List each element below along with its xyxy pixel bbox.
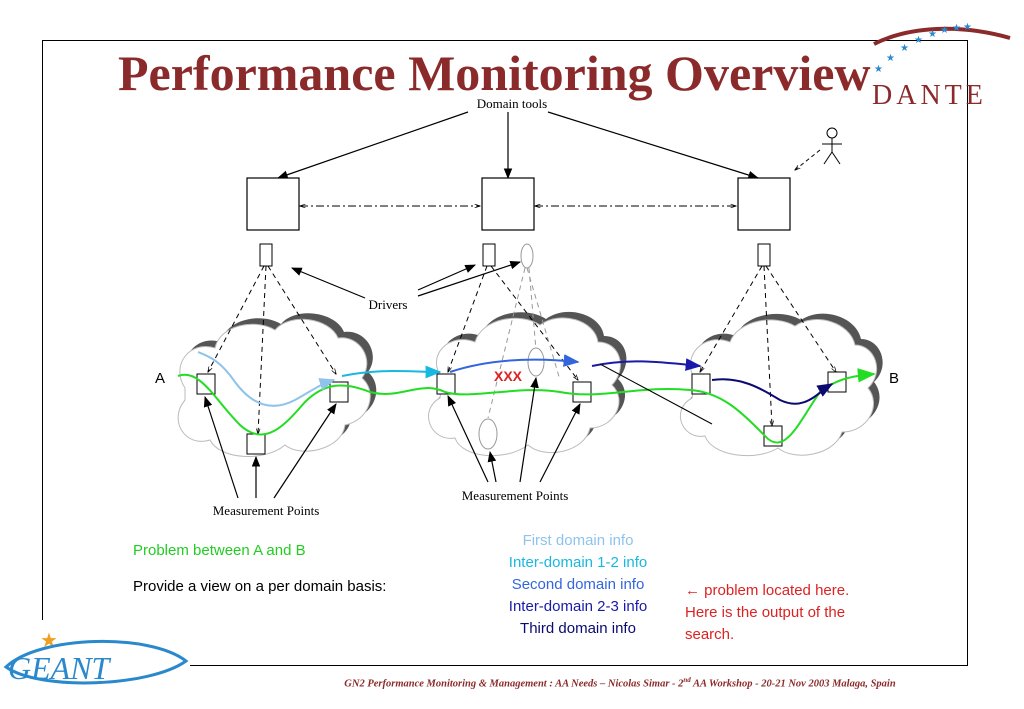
dante-logo-text: DANTE (872, 80, 987, 111)
domain-info-first: First domain info (522, 532, 634, 549)
domain-2-box (481, 177, 535, 231)
measurement-points-mid-label: Measurement Points (462, 488, 569, 503)
user-arrow (795, 149, 821, 170)
path-second-domain (449, 354, 580, 373)
mp-2-alt-a (527, 347, 545, 377)
path-inter-domain-2-3 (591, 358, 702, 371)
domain-info-third: Third domain info (520, 620, 636, 637)
domain-info-second: Second domain info (511, 576, 645, 593)
path-third-domain (711, 378, 834, 405)
problem-located-note: ← problem located here. Here is the outp… (685, 580, 945, 646)
user-icon (822, 127, 842, 165)
mp-2b (572, 381, 592, 403)
geant-logo: ★ GEANT (3, 628, 189, 686)
svg-text:★: ★ (928, 29, 937, 40)
domain-3-box (737, 177, 791, 231)
driver-2 (482, 243, 496, 267)
driver-2-alt (520, 243, 534, 269)
domain-info-inter-2-3: Inter-domain 2-3 info (508, 598, 648, 615)
path-inter-domain-1-2 (341, 365, 442, 379)
drivers-label-arrows (291, 260, 522, 299)
domain-info-inter-1-2: Inter-domain 1-2 info (508, 554, 648, 571)
svg-text:★: ★ (900, 43, 909, 54)
footer-text-part-2: AA Workshop - 20-21 Nov 2003 Malaga, Spa… (690, 678, 896, 690)
svg-text:★: ★ (874, 64, 883, 75)
problem-a-b-text: Problem between A and B (133, 542, 306, 559)
problem-note-line-2: Here is the output of the (685, 604, 846, 621)
cloud-domain-3 (679, 313, 883, 457)
domain-info-list: First domain info Inter-domain 1-2 info … (478, 530, 678, 640)
endpoint-a-label: A (155, 370, 165, 387)
per-domain-view-label: Provide a view on a per domain basis: (133, 578, 387, 595)
footer-text-part-1: GN2 Performance Monitoring & Management … (344, 678, 684, 690)
geant-logo-text: GEANT (8, 650, 112, 686)
domain-tools-label: Domain tools (477, 96, 547, 111)
svg-text:★: ★ (952, 23, 961, 34)
slide-title: Performance Monitoring Overview (118, 45, 871, 101)
mp-2-alt-b (478, 418, 498, 450)
mp-3a (691, 373, 711, 395)
slide-footer: GN2 Performance Monitoring & Management … (230, 676, 1010, 690)
svg-text:★: ★ (914, 35, 923, 46)
mp-mid-arrows (447, 376, 581, 483)
problem-note-line-3: search. (685, 626, 735, 643)
green-path-a-b (177, 368, 876, 444)
footer-text-sup: nd (683, 676, 691, 684)
mp-2a (436, 373, 456, 395)
dante-logo: ★ ★ ★ ★ ★ ★ ★ ★ DANTE (872, 22, 1011, 111)
svg-text:★: ★ (963, 22, 972, 33)
slide-frame (42, 40, 968, 666)
svg-text:★: ★ (940, 25, 949, 36)
fault-marker: XXX (494, 368, 523, 384)
domain-tools-arrows (276, 111, 760, 180)
mp-1a (196, 373, 216, 395)
measurement-points-left-label: Measurement Points (213, 503, 320, 518)
path-first-domain (197, 351, 336, 407)
domain-1-box (246, 177, 300, 231)
endpoint-b-label: B (889, 370, 899, 387)
problem-note-line-1: ← problem located here. (685, 582, 850, 599)
mp-1b (246, 433, 266, 455)
drivers-label: Drivers (369, 297, 408, 312)
driver-3 (757, 243, 771, 267)
mp-left-arrows (203, 395, 337, 499)
link-2-3-thin (599, 363, 713, 425)
driver-1 (259, 243, 273, 267)
svg-text:★: ★ (886, 53, 895, 64)
